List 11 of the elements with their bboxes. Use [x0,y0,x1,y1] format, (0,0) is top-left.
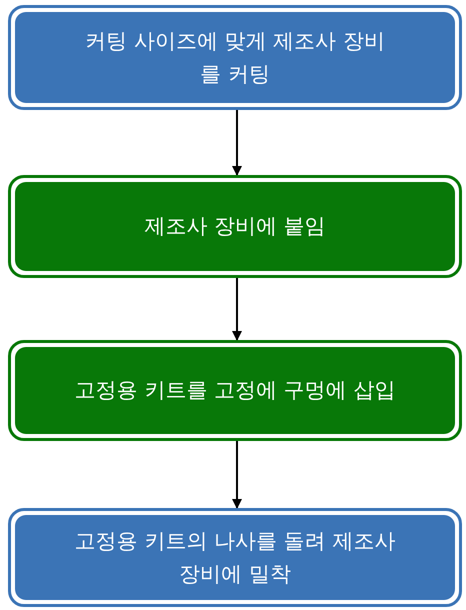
process-box [8,175,462,278]
process-box [8,340,462,441]
arrow [232,110,242,176]
step-text: 커팅 사이즈에 맞게 제조사 장비를 커팅 [85,28,385,88]
arrow [232,278,242,341]
arrow [232,441,242,509]
process-box [8,5,462,110]
step-text: 고정용 키트의 나사를 돌려 제조사 장비에 밀착 [74,528,396,588]
step-text: 제조사 장비에 붙임 [144,213,326,240]
process-box [8,508,462,607]
step-text: 고정용 키트를 고정에 구멍에 삽입 [74,377,396,404]
